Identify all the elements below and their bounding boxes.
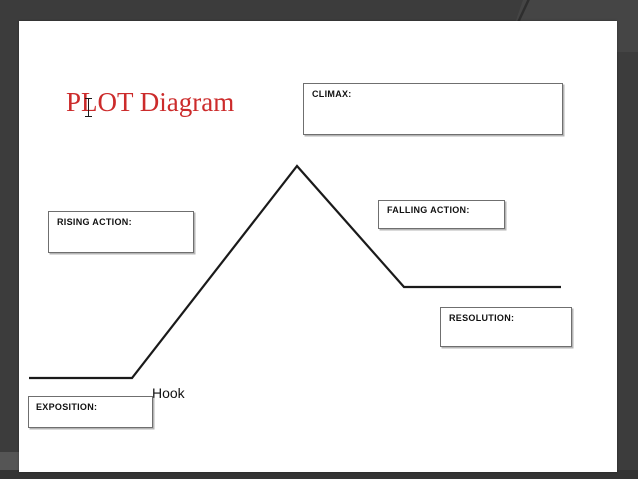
plot-line-chart xyxy=(29,164,561,380)
plot-curve xyxy=(29,164,561,380)
rising-action-box[interactable]: RISING ACTION: xyxy=(48,211,194,253)
slide-canvas[interactable]: PLOT Diagram Hook CLIMAX: RISING ACTION:… xyxy=(19,21,617,472)
backdrop-bottom-band xyxy=(0,470,638,479)
resolution-label: RESOLUTION: xyxy=(449,313,515,323)
exposition-label: EXPOSITION: xyxy=(36,402,98,412)
rising-action-label: RISING ACTION: xyxy=(57,217,132,227)
page-title[interactable]: PLOT Diagram xyxy=(66,87,235,117)
falling-action-box[interactable]: FALLING ACTION: xyxy=(378,200,505,229)
resolution-box[interactable]: RESOLUTION: xyxy=(440,307,572,347)
climax-box[interactable]: CLIMAX: xyxy=(303,83,563,135)
exposition-box[interactable]: EXPOSITION: xyxy=(28,396,153,428)
falling-action-label: FALLING ACTION: xyxy=(387,205,470,215)
hook-annotation[interactable]: Hook xyxy=(152,385,185,401)
text-cursor-icon xyxy=(85,98,92,117)
climax-label: CLIMAX: xyxy=(312,89,352,99)
